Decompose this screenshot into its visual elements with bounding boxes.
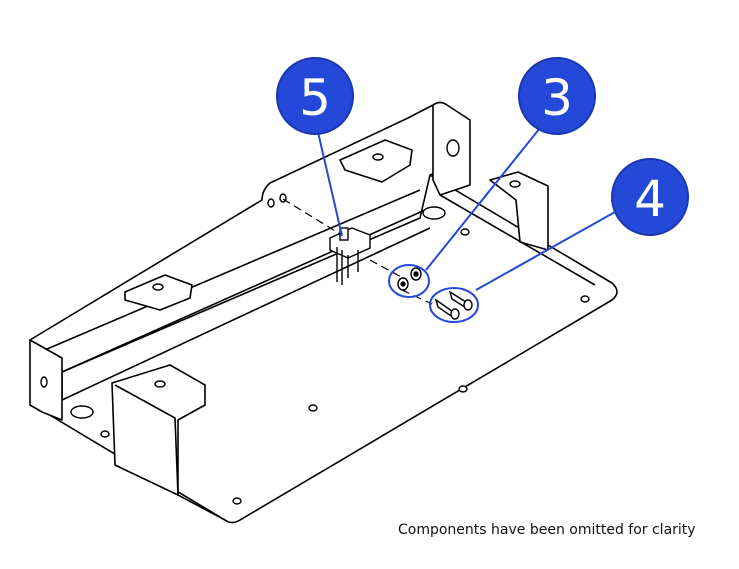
chassis-tray [29, 101, 618, 524]
base-front-edge [177, 494, 226, 521]
inner-ledge [61, 194, 596, 401]
nut-part-3 [397, 267, 422, 291]
callout-3: 3 [518, 57, 596, 135]
front-bracket-left-face [114, 384, 179, 496]
callout-5-label: 5 [299, 69, 331, 127]
base-plate [32, 174, 618, 524]
callout-4: 4 [611, 158, 689, 236]
front-bracket-left [111, 364, 206, 496]
callout-5: 5 [276, 57, 354, 135]
callout-leaders [317, 127, 616, 323]
callout-4-label: 4 [634, 170, 666, 228]
assembly-dashed-lines [282, 198, 433, 305]
callout-3-label: 3 [541, 69, 573, 127]
omission-note: Components have been omitted for clarity [398, 522, 696, 538]
screw-part-4 [434, 290, 473, 320]
connector-part-5 [329, 227, 371, 285]
rear-wall [29, 104, 456, 406]
rear-pad-1 [339, 139, 413, 183]
rear-pad-2 [124, 274, 193, 311]
mounting-holes [40, 139, 590, 505]
